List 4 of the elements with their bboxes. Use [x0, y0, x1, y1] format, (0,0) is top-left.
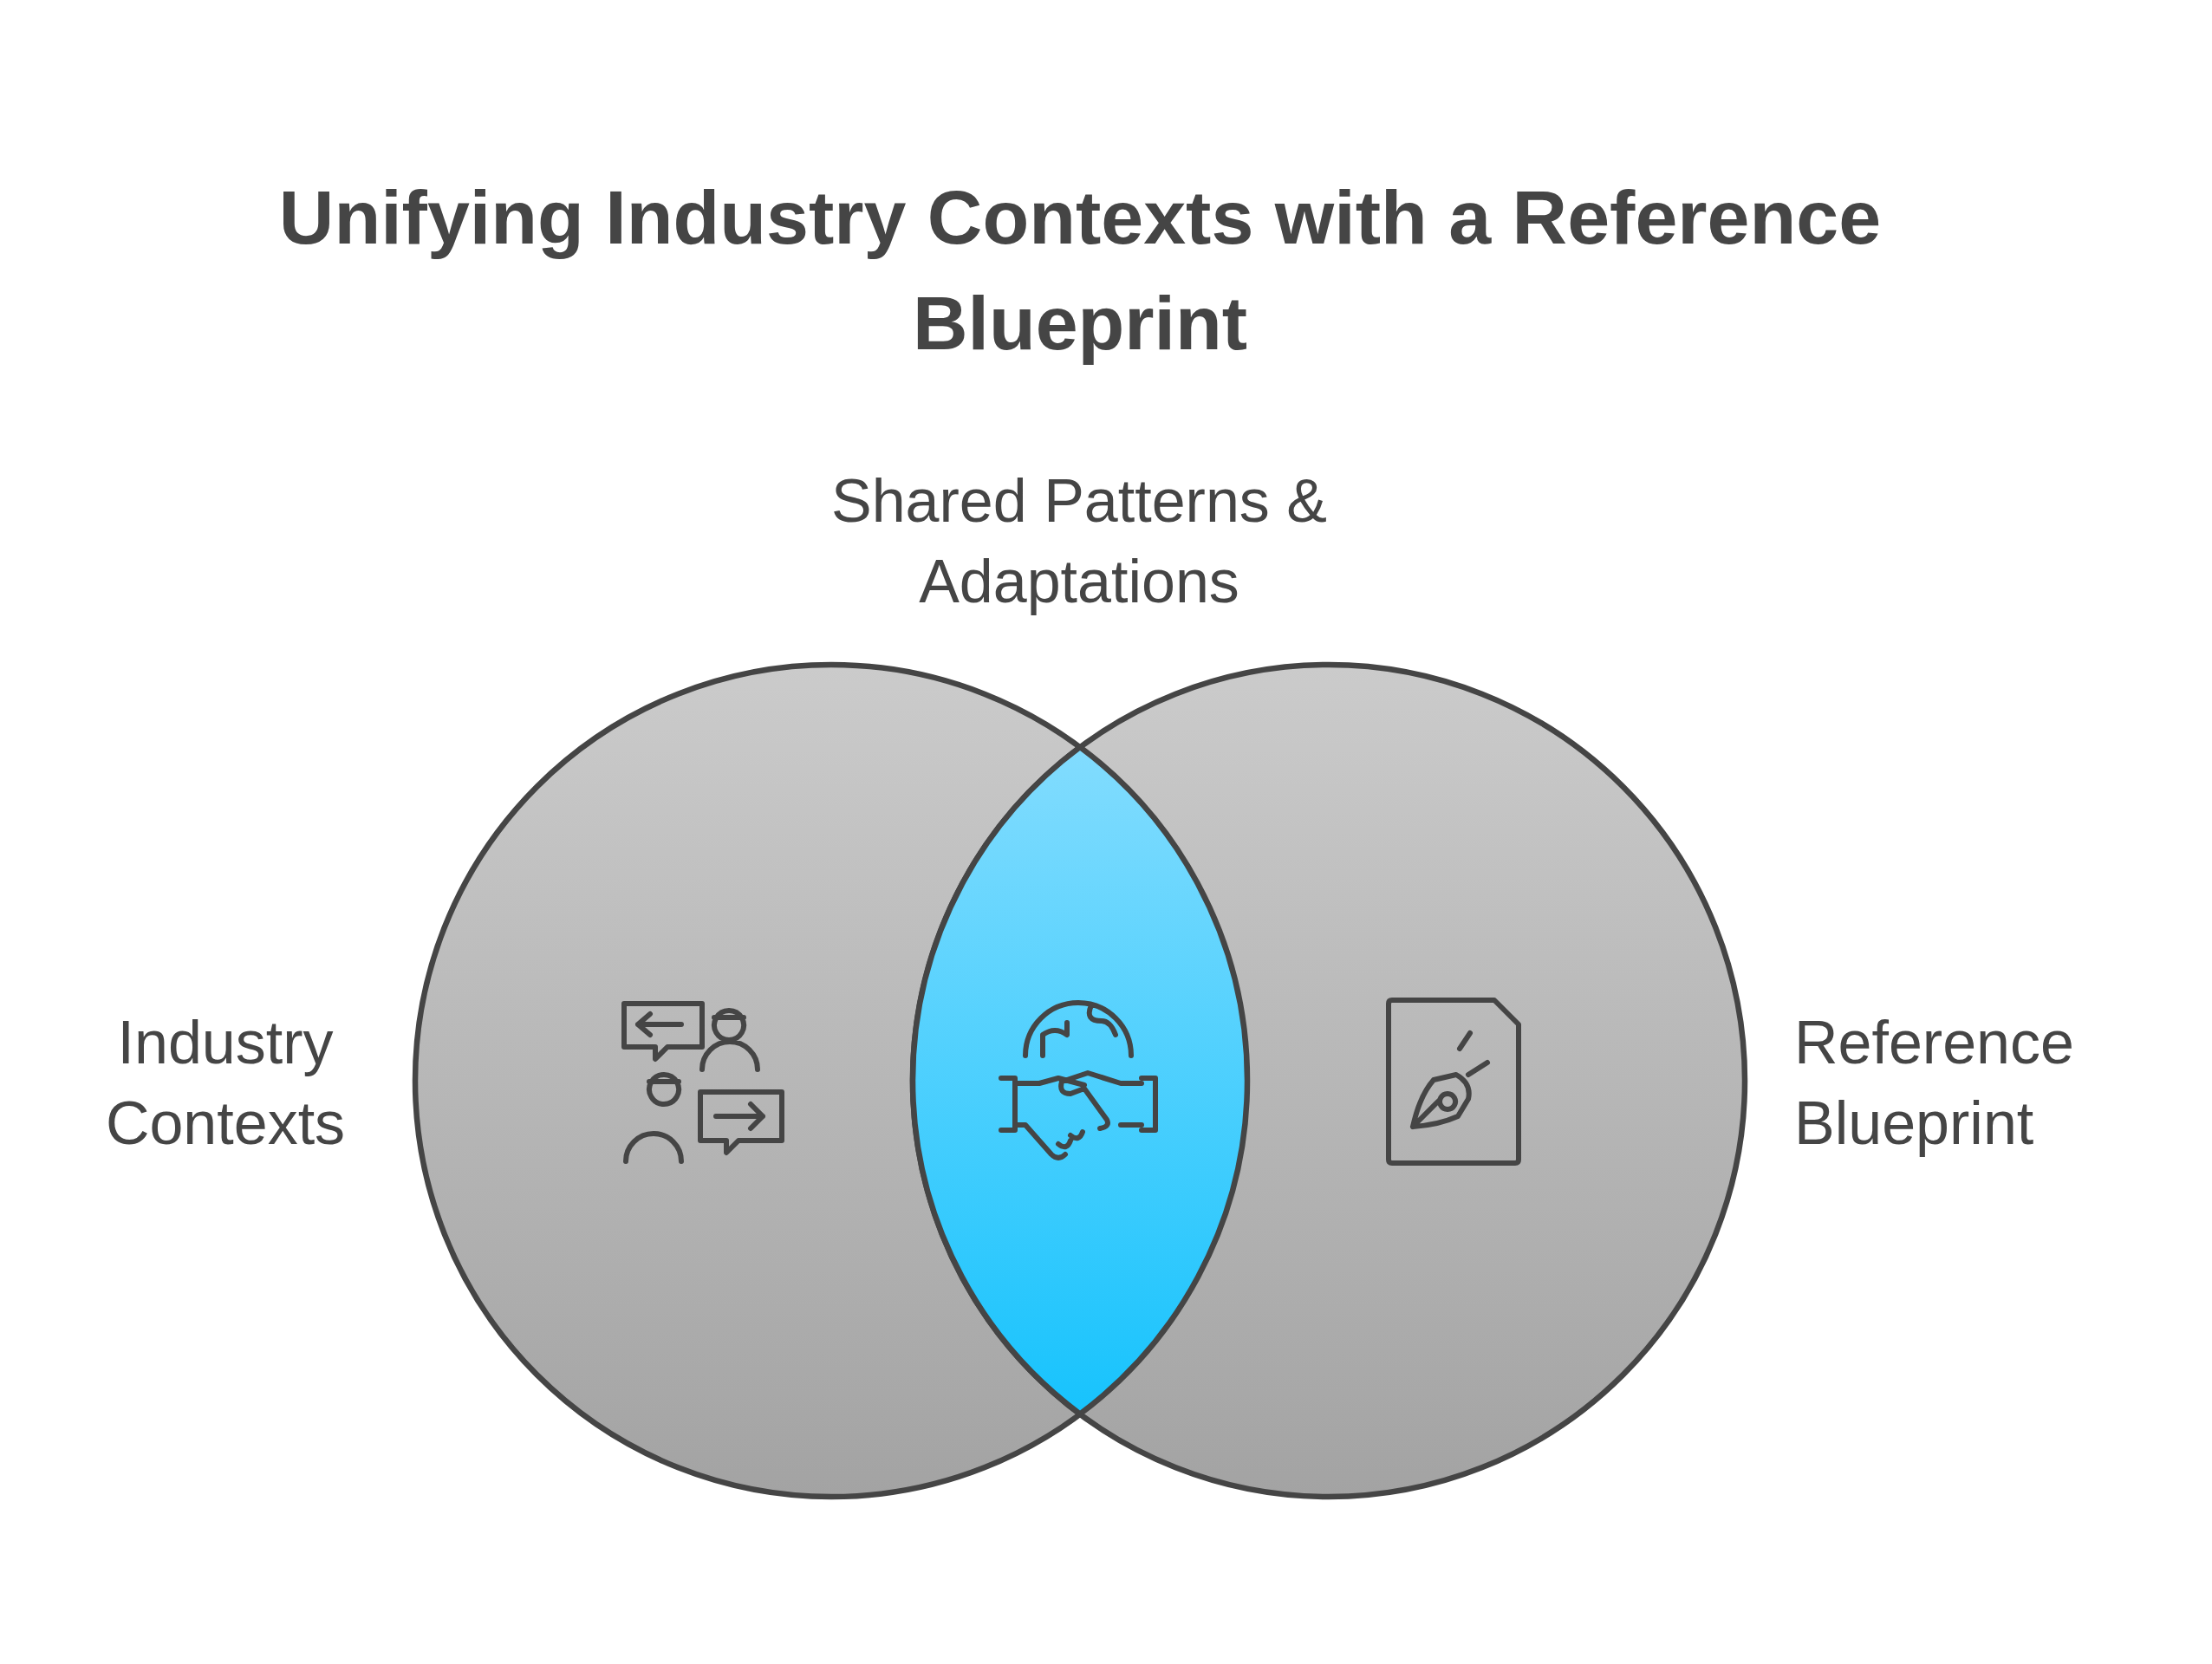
- region-label: Industry Contexts: [104, 1008, 347, 1159]
- region-label: Shared Patterns & Adaptations: [830, 466, 1328, 617]
- diagram-title: Unifying Industry Contexts with a Reference Blueprint: [277, 173, 1883, 367]
- region-label: Reference Blueprint: [1794, 1008, 2075, 1159]
